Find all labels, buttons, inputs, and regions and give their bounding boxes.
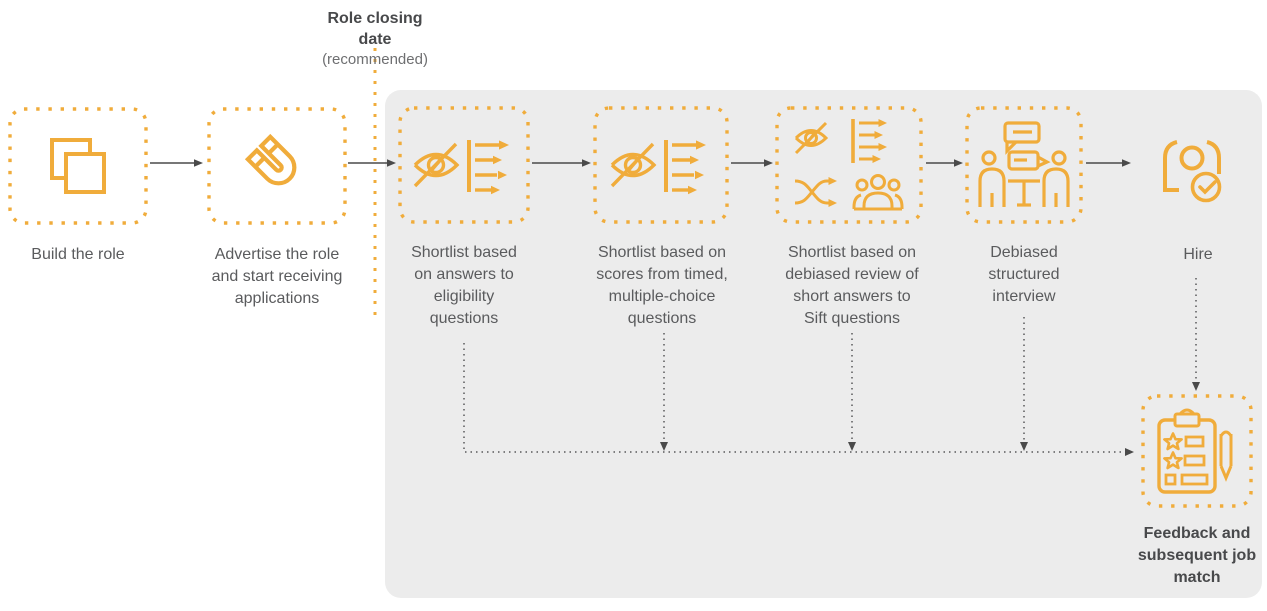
magnet-icon bbox=[244, 133, 297, 186]
hidden-eye-sort-icon bbox=[413, 140, 509, 195]
step-shortlist-mcq bbox=[593, 106, 729, 224]
step-build-role bbox=[8, 107, 148, 225]
step-shortlist-mcq-label: Shortlist based on scores from timed, mu… bbox=[596, 244, 728, 327]
hidden-eye-sort-shuffle-team-icon bbox=[794, 119, 904, 211]
step-shortlist-eligibility bbox=[398, 106, 530, 224]
step-hire-label: Hire bbox=[1183, 246, 1213, 263]
annotation-title: Role closing date bbox=[327, 10, 423, 48]
role-closing-date-annotation: Role closing date (recommended) bbox=[290, 8, 460, 70]
feedback-form-icon bbox=[1157, 408, 1233, 494]
step-debiased-interview-label: Debiased structured interview bbox=[988, 244, 1060, 305]
step-shortlist-sift-label: Shortlist based on debiased review of sh… bbox=[785, 244, 919, 327]
step-build-role-label: Build the role bbox=[31, 246, 125, 263]
step-advertise-role-label: Advertise the role and start receiving a… bbox=[211, 246, 343, 307]
hire-celebration-icon bbox=[1163, 140, 1222, 203]
interview-icon bbox=[978, 121, 1070, 207]
step-shortlist-eligibility-label: Shortlist based on answers to eligibilit… bbox=[411, 244, 517, 327]
feedback-job-match-label: Feedback and subsequent job match bbox=[1137, 525, 1257, 586]
hidden-eye-sort-icon bbox=[610, 140, 706, 195]
step-debiased-interview bbox=[965, 106, 1083, 224]
copy-squares-icon bbox=[50, 138, 106, 194]
step-hire bbox=[1157, 130, 1227, 204]
annotation-note: (recommended) bbox=[322, 51, 428, 68]
step-shortlist-sift bbox=[775, 106, 923, 224]
step-advertise-role bbox=[207, 107, 347, 225]
feedback-job-match bbox=[1141, 394, 1253, 508]
